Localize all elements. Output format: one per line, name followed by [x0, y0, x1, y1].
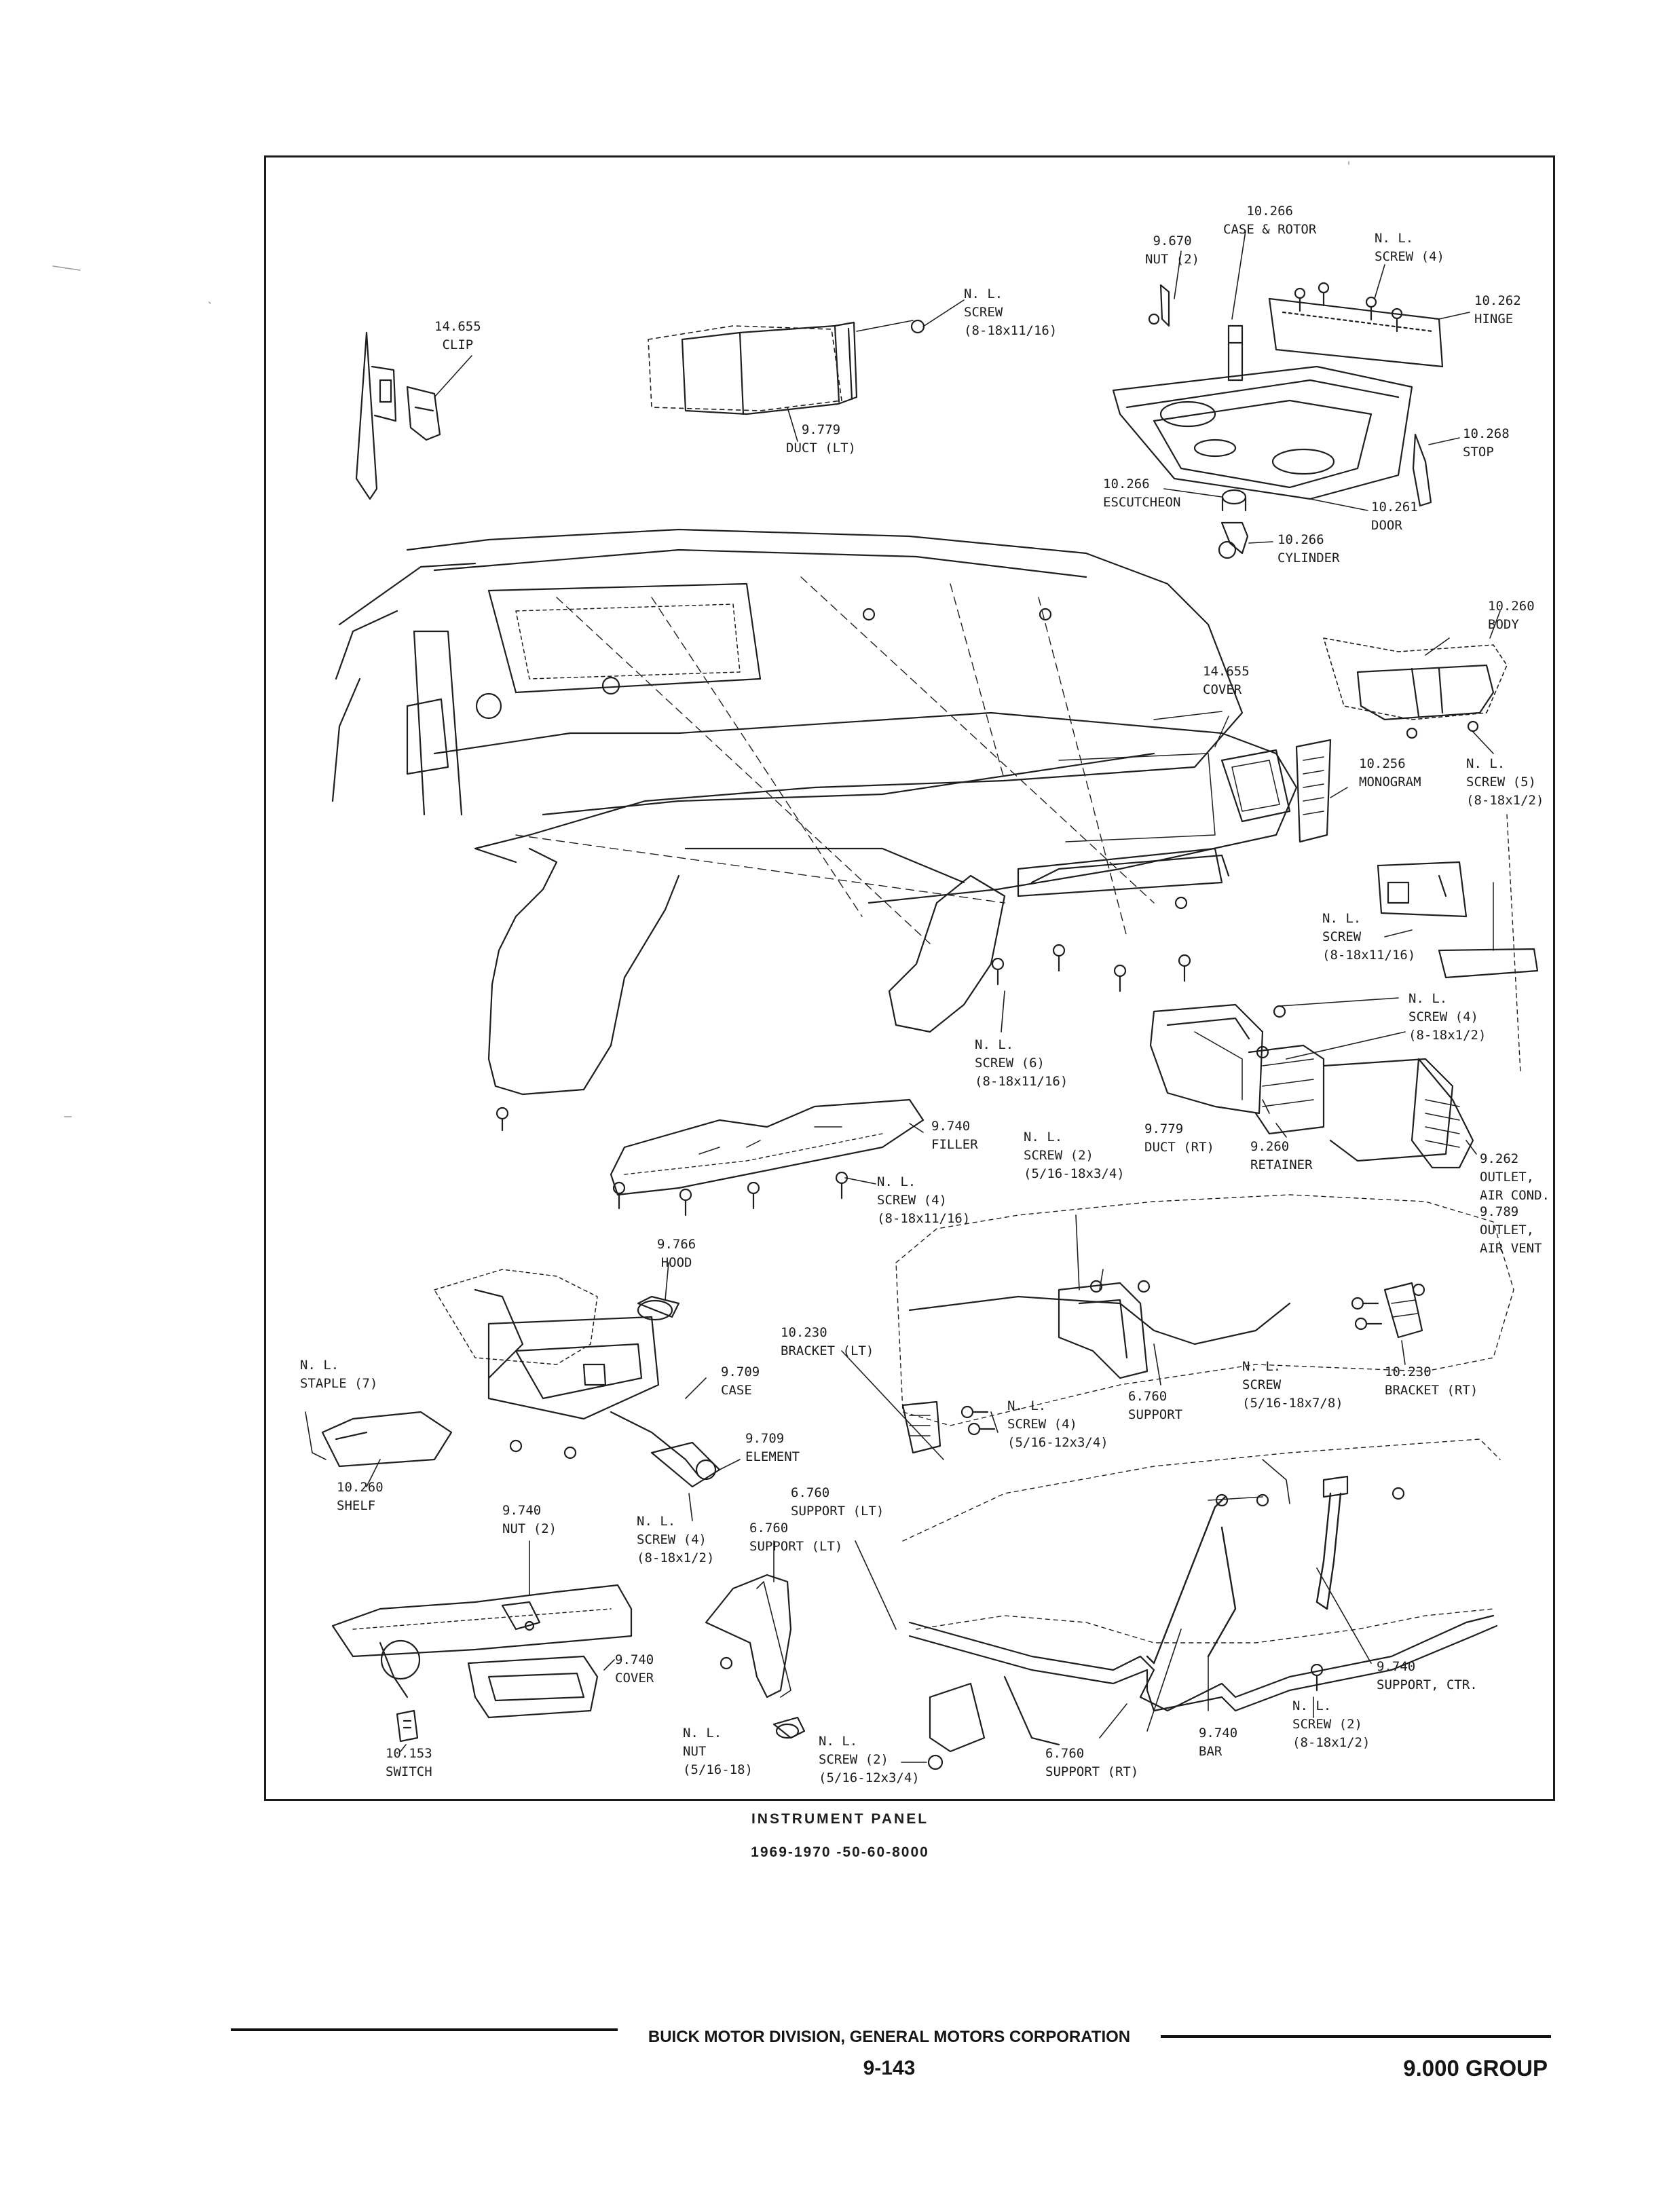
- filler-9740-part: [610, 1098, 925, 1216]
- support-lt-lower-part: [705, 1540, 944, 1770]
- filler-screws: [612, 1171, 848, 1216]
- ashtray-and-lighter-part: [434, 1262, 741, 1521]
- footer-rule-left: [231, 2028, 618, 2031]
- duct-rt-assembly: [1149, 814, 1521, 1169]
- shelf-10260-part: [305, 1411, 453, 1487]
- panel-screws: [496, 608, 1191, 1132]
- label-screw-duct-lt: N. L.SCREW(8-18x11/16): [964, 286, 1058, 338]
- label-screw-bar-2: N. L.SCREW (2)(8-18x1/2): [1292, 1698, 1370, 1750]
- label-screw-bracket-4: N. L.SCREW (4)(5/16-12x3/4): [1007, 1398, 1108, 1450]
- vent-outlet-right: [1377, 861, 1539, 979]
- label-screw-2-lower: N. L.SCREW (2)(5/16-12x3/4): [819, 1734, 920, 1785]
- glove-box-door-part: [1112, 230, 1470, 559]
- label-screw-vent: N. L.SCREW(8-18x11/16): [1322, 911, 1416, 963]
- footer-rule-right: [1161, 2035, 1551, 2038]
- scan-marks: [52, 161, 1349, 1117]
- footer-corporation: BUICK MOTOR DIVISION, GENERAL MOTORS COR…: [648, 2028, 1131, 2046]
- label-nut-5-16: N. L.NUT(5/16-18): [683, 1726, 753, 1777]
- support-bar-assembly: [855, 1438, 1501, 1753]
- clip-14655-part: [355, 331, 472, 500]
- label-screw-nut-4: N. L.SCREW (4)(8-18x1/2): [637, 1514, 715, 1565]
- illustration-frame: [264, 155, 1555, 1801]
- label-screw-panel-6: N. L.SCREW (6)(8-18x11/16): [975, 1037, 1068, 1089]
- duct-lt-part: [648, 299, 965, 442]
- hinge-screws: [1294, 282, 1403, 333]
- lower-cluster-part: [331, 1540, 633, 1752]
- label-screw-body: N. L.SCREW (5)(8-18x1/2): [1466, 756, 1544, 808]
- label-screw-hinge: N. L.SCREW (4): [1375, 231, 1444, 264]
- label-screw-bracket-2: N. L.SCREW (2)(5/16-18x3/4): [1024, 1130, 1125, 1181]
- bracket-support-part: [841, 1194, 1514, 1460]
- figure-title: INSTRUMENT PANEL: [751, 1811, 929, 1827]
- instrument-panel-main: [331, 528, 1348, 1132]
- label-screw-filler: N. L.SCREW (4)(8-18x11/16): [877, 1174, 971, 1226]
- footer-page-number: 9-143: [863, 2057, 916, 2079]
- bracket-screws: [960, 1280, 1425, 1436]
- figure-model-years: 1969-1970 -50-60-8000: [751, 1844, 929, 1860]
- label-screw-support-rt: N. L.SCREW(5/16-18x7/8): [1242, 1359, 1343, 1411]
- label-screw-retainer: N. L.SCREW (4)(8-18x1/2): [1408, 991, 1487, 1043]
- footer-group-label: 9.000 GROUP: [1403, 2056, 1548, 2081]
- panel-dash-lines: [515, 576, 1155, 944]
- label-staple-nl: N. L.STAPLE (7): [300, 1358, 378, 1391]
- glove-box-body-part: [1323, 610, 1508, 754]
